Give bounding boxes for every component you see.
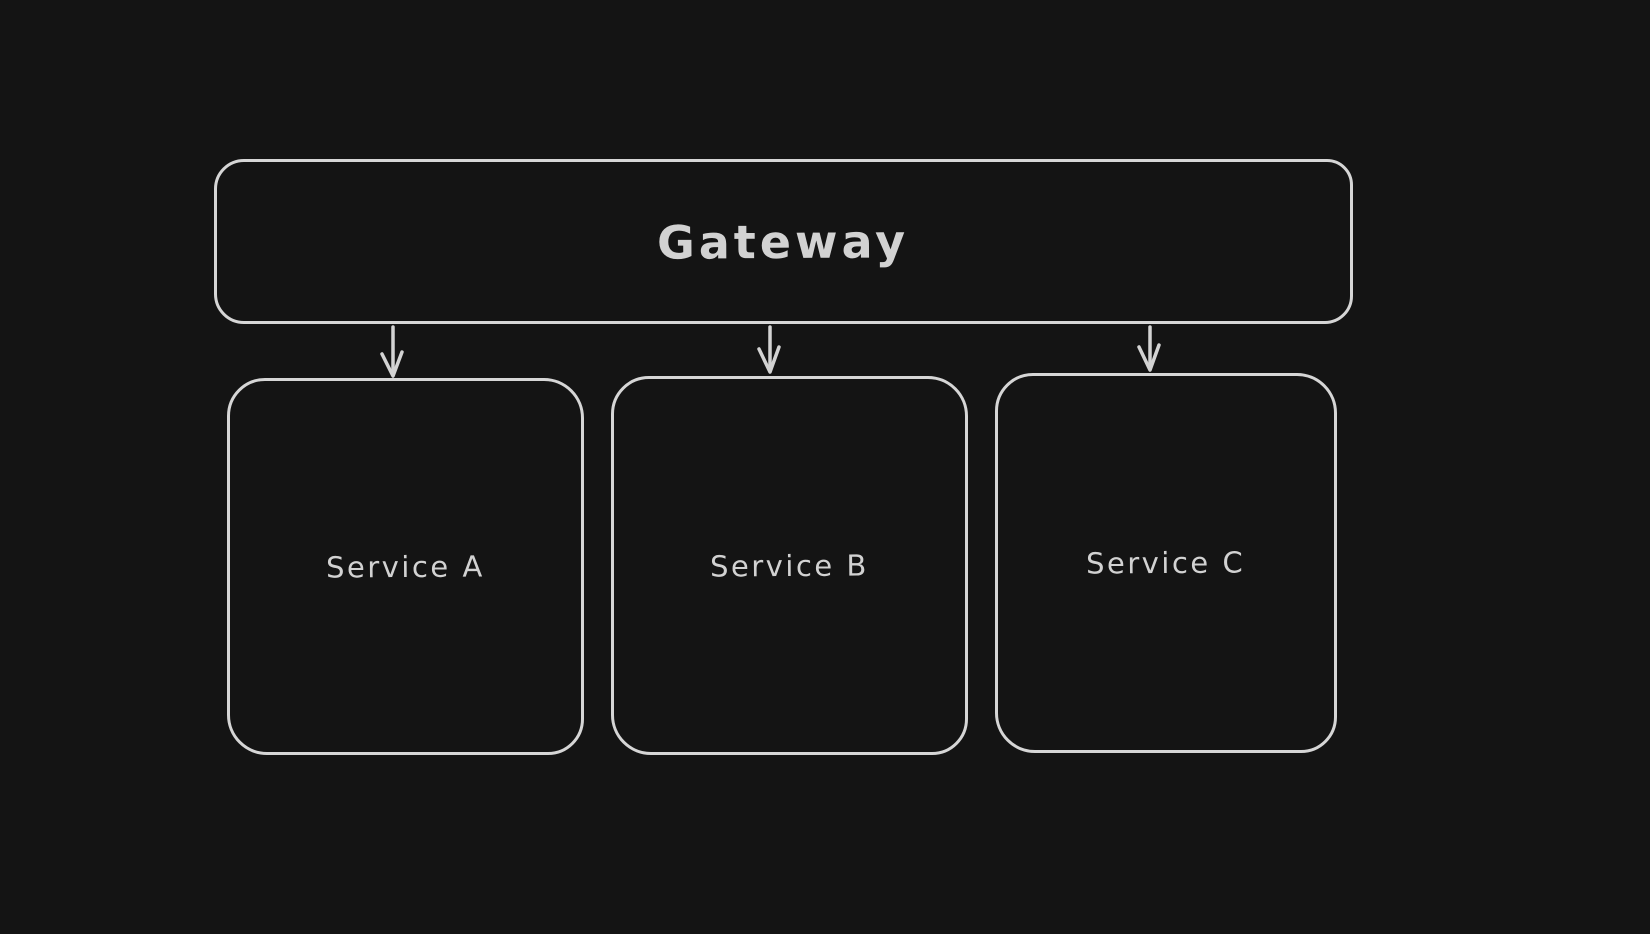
node-service-c[interactable]: Service C bbox=[995, 373, 1337, 753]
node-gateway[interactable]: Gateway bbox=[214, 159, 1353, 324]
node-service-b[interactable]: Service B bbox=[611, 376, 968, 755]
node-service-a[interactable]: Service A bbox=[227, 378, 584, 755]
edge-gateway-to-service-b bbox=[757, 325, 781, 374]
node-service-b-label: Service B bbox=[709, 547, 870, 584]
edge-gateway-to-service-c bbox=[1137, 325, 1161, 372]
edge-gateway-to-service-a bbox=[380, 325, 404, 378]
node-gateway-label: Gateway bbox=[657, 213, 910, 270]
node-service-c-label: Service C bbox=[1086, 545, 1246, 581]
node-service-a-label: Service A bbox=[326, 548, 485, 585]
